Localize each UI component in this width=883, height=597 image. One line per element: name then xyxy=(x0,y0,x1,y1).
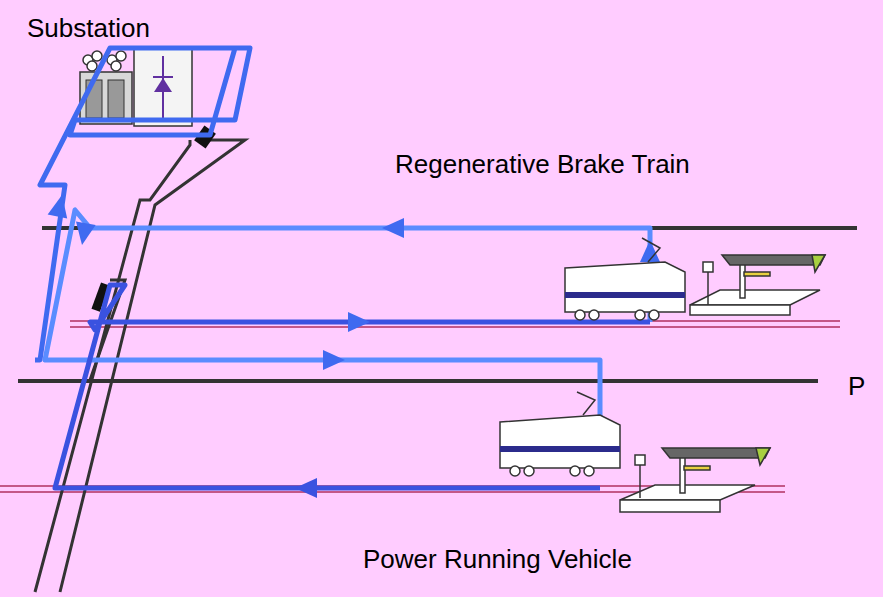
train-label: Regenerative Brake Train xyxy=(395,150,690,180)
train-symbol xyxy=(524,466,534,476)
station-platform xyxy=(707,272,709,305)
substation-symbol xyxy=(153,76,173,78)
substation-symbol xyxy=(111,61,121,71)
substation-symbol xyxy=(80,48,192,126)
current-arrow xyxy=(323,350,345,370)
station-platform xyxy=(639,465,641,498)
station-platform xyxy=(812,255,825,272)
overhead-line xyxy=(18,379,818,383)
station-platform xyxy=(620,500,720,512)
train-symbol xyxy=(500,392,620,476)
station-platform xyxy=(756,448,770,465)
train-symbol xyxy=(635,310,645,320)
station-platform xyxy=(690,255,825,315)
train-symbol xyxy=(577,392,595,415)
substation-symbol xyxy=(154,78,172,92)
current-path xyxy=(35,48,250,360)
substation-symbol xyxy=(108,80,124,118)
train-symbol xyxy=(589,310,599,320)
station-platform xyxy=(744,272,770,276)
train-symbol xyxy=(649,310,659,320)
current-arrow xyxy=(382,218,404,238)
station-platform xyxy=(690,290,820,305)
feeder-wire xyxy=(35,140,245,592)
train-symbol xyxy=(565,238,685,320)
station-label: Substation xyxy=(27,14,150,44)
current-arrow xyxy=(348,312,370,332)
train-label: Power Running Vehicle xyxy=(363,545,632,575)
train-symbol xyxy=(510,466,520,476)
current-arrow xyxy=(48,193,660,498)
substation-symbol xyxy=(87,61,97,71)
train-symbol xyxy=(500,446,620,452)
station-platform xyxy=(684,466,710,470)
station-platform xyxy=(662,448,770,458)
train-symbol xyxy=(565,292,685,298)
train-symbol xyxy=(575,310,585,320)
substation-symbol xyxy=(134,48,192,126)
train-symbol xyxy=(584,466,594,476)
rail-track xyxy=(70,326,840,328)
substation-symbol xyxy=(92,51,102,61)
station-platform xyxy=(680,455,685,493)
current-arrow xyxy=(295,478,317,498)
train-symbol xyxy=(565,262,685,312)
train-symbol xyxy=(570,466,580,476)
current-arrow xyxy=(48,193,72,219)
current-path xyxy=(35,48,650,488)
train-symbol xyxy=(642,238,660,262)
station-platform xyxy=(635,455,645,465)
cut-off-label: P xyxy=(848,372,865,402)
substation-symbol xyxy=(116,51,126,61)
current-arrow xyxy=(72,222,96,247)
feeder-wire xyxy=(35,140,190,592)
station-platform xyxy=(722,255,825,265)
train-symbol xyxy=(500,415,620,468)
station-platform xyxy=(690,305,790,315)
station-platform xyxy=(703,262,713,272)
station-platform xyxy=(620,448,770,512)
substation-symbol xyxy=(80,72,132,124)
current-path xyxy=(55,285,650,488)
rail-track xyxy=(0,321,840,492)
